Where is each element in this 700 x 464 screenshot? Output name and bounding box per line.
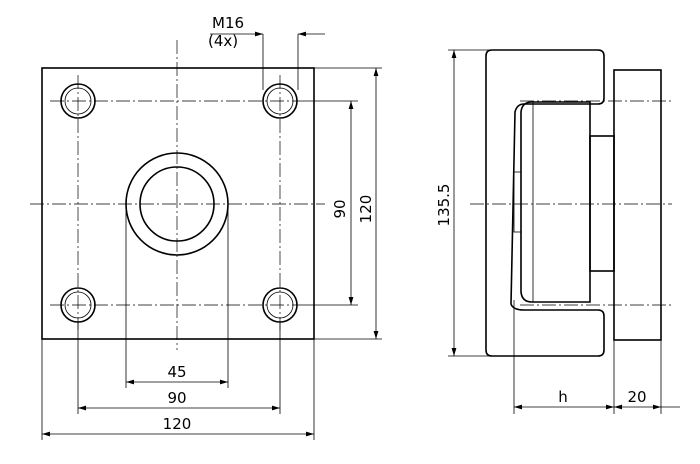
- svg-text:90: 90: [167, 389, 186, 407]
- svg-text:45: 45: [167, 363, 186, 381]
- bore-inner-circle: [139, 166, 215, 242]
- svg-text:120: 120: [163, 415, 192, 433]
- side-view: 135.5 h 20: [435, 49, 680, 414]
- svg-text:h: h: [558, 388, 568, 406]
- plate-height-dimension: 120: [314, 67, 382, 340]
- mounting-plate: [41, 67, 315, 340]
- core-insert: [513, 171, 522, 233]
- bore-diameter-dimension: 45: [125, 204, 229, 388]
- svg-text:120: 120: [357, 195, 375, 224]
- housing-body: [485, 49, 605, 357]
- shaft-connector: [589, 135, 615, 272]
- hole-spacing-horizontal-dimension: 90: [77, 322, 281, 414]
- thread-size-label: M16: [212, 14, 244, 32]
- svg-text:20: 20: [627, 388, 646, 406]
- hole-spacing-vertical-dimension: 90: [300, 100, 358, 306]
- svg-text:135.5: 135.5: [435, 184, 453, 227]
- plate-width-dimension: 120: [41, 339, 315, 440]
- thread-callout: M16 (4x): [208, 14, 325, 90]
- side-flange: [613, 69, 662, 341]
- thread-count-label: (4x): [208, 32, 238, 50]
- inner-core: [520, 101, 591, 303]
- flange-thickness-dimension: 20: [614, 340, 680, 414]
- threaded-hole-top-left: [60, 83, 96, 119]
- threaded-hole-top-right: [262, 83, 298, 119]
- depth-h-dimension: h: [513, 300, 615, 414]
- svg-text:90: 90: [331, 199, 349, 218]
- overall-height-dimension: 135.5: [435, 49, 492, 357]
- front-view: M16 (4x) 90 120 45 90: [30, 14, 382, 440]
